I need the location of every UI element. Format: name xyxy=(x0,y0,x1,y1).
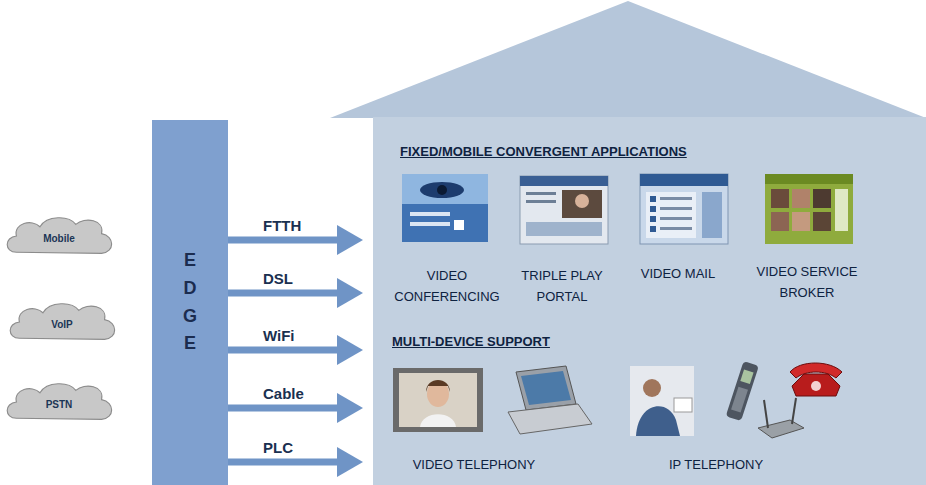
network-label: Mobile xyxy=(43,233,75,244)
arrow-head xyxy=(228,293,363,294)
application-caption: VIDEO MAIL xyxy=(620,263,736,288)
network-cloud: VoIP xyxy=(6,300,118,344)
device-caption: IP TELEPHONY xyxy=(643,454,789,479)
application-caption: VIDEO SERVICE BROKER xyxy=(741,261,873,307)
arrow-head xyxy=(228,350,363,351)
device-caption: VIDEO TELEPHONY xyxy=(391,454,557,479)
caption-text: VIDEO MAIL xyxy=(620,263,736,284)
link-label: FTTH xyxy=(263,217,301,234)
caption-text: IP TELEPHONY xyxy=(643,454,789,475)
edge-bar: EDGE xyxy=(152,120,228,485)
network-label: PSTN xyxy=(46,399,73,410)
network-label: VoIP xyxy=(51,319,72,330)
section-heading: FIXED/MOBILE CONVERGENT APPLICATIONS xyxy=(400,144,687,159)
network-cloud: PSTN xyxy=(3,380,115,424)
link-label: WiFi xyxy=(263,327,295,344)
network-cloud: Mobile xyxy=(3,214,115,258)
link-label: PLC xyxy=(263,439,293,456)
link-arrow xyxy=(228,347,343,354)
caption-text: VIDEO CONFERENCING xyxy=(383,265,511,307)
link-arrow xyxy=(228,459,343,466)
section-heading: MULTI-DEVICE SUPPORT xyxy=(392,334,550,349)
arrow-head xyxy=(228,462,363,463)
application-caption: TRIPLE PLAY PORTAL xyxy=(507,265,617,311)
arrow-head xyxy=(228,408,363,409)
link-label: Cable xyxy=(263,385,304,402)
link-arrow xyxy=(228,405,343,412)
application-pictures xyxy=(393,174,853,438)
home-house: FIXED/MOBILE CONVERGENT APPLICATIONS MULT… xyxy=(330,0,926,485)
caption-text: VIDEO TELEPHONY xyxy=(391,454,557,475)
arrow-head xyxy=(228,240,363,241)
link-arrow xyxy=(228,237,343,244)
link-arrow xyxy=(228,290,343,297)
caption-text: VIDEO SERVICE BROKER xyxy=(741,261,873,303)
house-shape xyxy=(330,0,926,485)
application-caption: VIDEO CONFERENCING xyxy=(383,265,511,311)
caption-text: TRIPLE PLAY PORTAL xyxy=(507,265,617,307)
house-outline xyxy=(330,1,926,485)
link-label: DSL xyxy=(263,270,293,287)
edge-label: EDGE xyxy=(181,247,199,359)
